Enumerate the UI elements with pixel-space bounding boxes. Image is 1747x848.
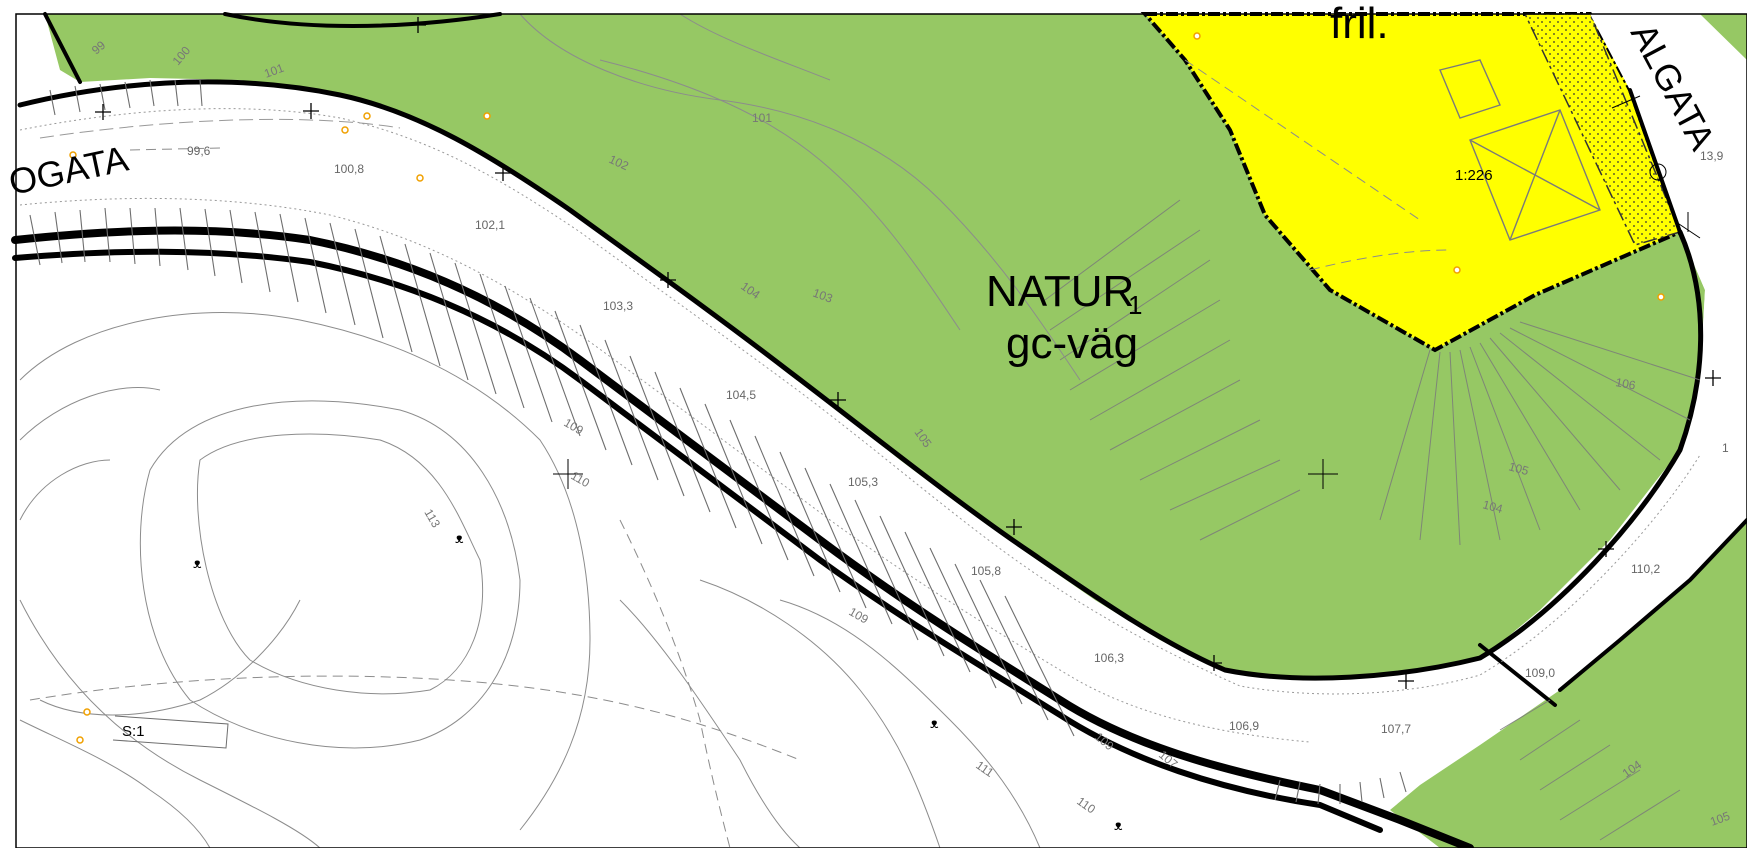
spot-elevation: 106,3 [1094,651,1124,665]
east-street-road [1560,14,1747,690]
contour-label: 101 [262,61,286,81]
spot-elevation: 99,6 [187,144,211,158]
map-frame [15,13,1747,848]
building-outlines [1439,59,1601,241]
tree-icon: ᴥ [193,555,202,571]
spot-elevation-labels: 99,6 100,8 102,1 103,3 104,5 105,3 105,8… [187,144,1660,736]
natur-slope-lines [1044,199,1701,841]
scale-ratio-label: 1:226 [1455,167,1493,184]
spot-elevation: 107,7 [1381,722,1411,736]
contour-label: 105 [1507,459,1530,478]
edge-value-label: 13,9 [1700,149,1724,163]
slope-note-label: S:1 [122,723,145,740]
natur-zone-subscript: 1 [1128,290,1142,320]
spot-elevation: 103,3 [603,299,633,313]
gc-vag-label: gc-väg [1006,319,1138,368]
spot-elevation: 110,2 [1631,562,1660,576]
contour-label: 104 [1481,497,1504,516]
tree-icon: ᴥ [1114,817,1123,833]
contour-label: 103 [811,286,835,306]
contour-label: 101 [752,111,772,125]
natur-zone-label: NATUR [986,267,1134,316]
residential-zone [1140,12,1683,353]
spot-elevation: 106,9 [1229,719,1259,733]
plan-boundaries [11,12,1747,848]
edge-value-label: 1 [1722,441,1729,455]
tree-icon: ᴥ [455,530,464,546]
spot-elevation: 105,8 [971,564,1001,578]
spot-elevation: 102,1 [475,218,505,232]
natur-zone-top-right [1700,14,1747,60]
natur-zone-upper [45,14,1705,680]
spot-elevation: 109,0 [1525,666,1555,680]
contour-lines [19,13,1081,848]
tree-symbols: ᴥ ᴥ ᴥ ᴥ [193,530,1123,833]
spot-elevation: 100,8 [334,162,364,176]
road-edge-lines [19,108,1701,743]
spot-elevation: 104,5 [726,388,756,402]
fril-label: fril. [1330,0,1389,48]
slope-note-frame [112,715,229,749]
crosshair-markers [553,95,1701,489]
contour-label: 105 [1708,809,1732,829]
tree-icon: ᴥ [930,715,939,731]
spot-elevation: 105,3 [848,475,878,489]
point-markers [69,32,1665,744]
survey-markers [95,17,1721,689]
contour-label: 106 [1614,375,1636,392]
dashed-lines [29,59,1451,848]
slope-hatching [29,79,1407,805]
